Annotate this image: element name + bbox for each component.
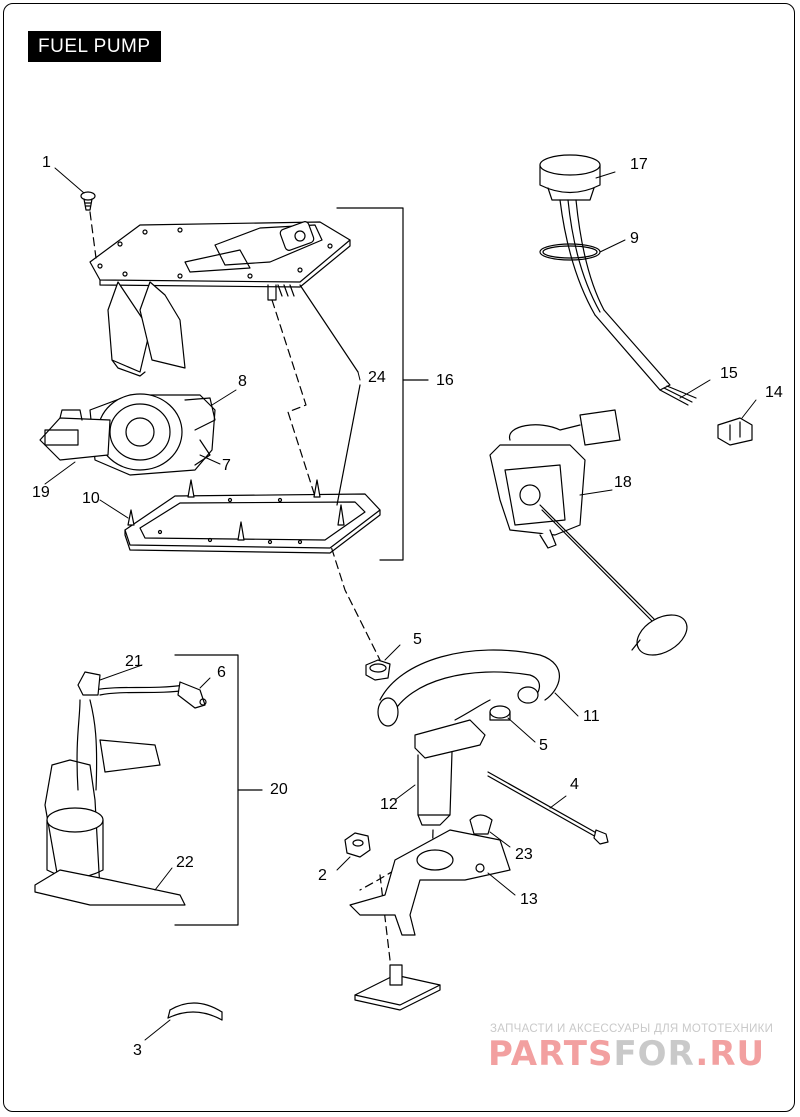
callout-4: 4 <box>570 776 579 793</box>
callout-1: 1 <box>42 154 51 171</box>
callout-19: 19 <box>32 484 50 501</box>
watermark-tagline: ЗАПЧАСТИ И АКСЕССУАРЫ ДЛЯ МОТОТЕХНИКИ <box>490 1023 774 1035</box>
callout-5-lower: 5 <box>539 737 548 754</box>
page-frame <box>3 3 795 1112</box>
pump-bracket-assembly <box>39 393 216 476</box>
callout-15: 15 <box>720 365 738 382</box>
clamp-part-5-upper <box>365 659 391 681</box>
callout-17: 17 <box>630 156 648 173</box>
connector-part-14 <box>717 417 753 446</box>
watermark-logo-mid: FOR <box>613 1034 696 1074</box>
callout-5-upper: 5 <box>413 631 422 648</box>
callout-3: 3 <box>133 1042 142 1059</box>
callout-21: 21 <box>125 653 143 670</box>
clamp-part-3 <box>167 1002 223 1021</box>
callout-24: 24 <box>368 369 386 386</box>
fuel-pump-top-plate <box>89 221 351 377</box>
filter-part-12 <box>414 719 486 826</box>
callout-2: 2 <box>318 867 327 884</box>
bracket-16-24 <box>299 207 429 561</box>
fuel-pump-module-part-20 <box>34 671 207 906</box>
gasket-part-10 <box>124 479 381 554</box>
callout-8: 8 <box>238 373 247 390</box>
watermark-logo-main: PARTS <box>488 1034 614 1074</box>
callout-12: 12 <box>380 796 398 813</box>
bracket-20 <box>174 654 263 926</box>
watermark-logo: PARTSFOR.RU <box>488 1034 765 1074</box>
callout-14: 14 <box>765 384 783 401</box>
callout-11: 11 <box>583 708 600 725</box>
callout-16: 16 <box>436 372 454 389</box>
watermark-logo-end: .RU <box>695 1034 766 1074</box>
harness-part-15 <box>559 199 697 406</box>
clamp-part-5-lower <box>489 705 511 721</box>
callout-9: 9 <box>630 230 639 247</box>
cap-part-17 <box>539 154 601 201</box>
hose-part-11 <box>377 649 560 727</box>
page-title: FUEL PUMP <box>28 31 161 62</box>
nut-part-2 <box>344 832 371 858</box>
callout-7: 7 <box>222 457 231 474</box>
callout-22: 22 <box>176 854 194 871</box>
callout-23: 23 <box>515 846 533 863</box>
callout-20: 20 <box>270 781 288 798</box>
callout-18: 18 <box>614 474 632 491</box>
tie-strap-part-4 <box>487 771 609 845</box>
callout-10: 10 <box>82 490 100 507</box>
grommet-part-23 <box>469 814 493 835</box>
fuel-level-sender-part-18 <box>489 409 688 656</box>
callout-13: 13 <box>520 891 538 908</box>
screw-part-1 <box>80 191 96 211</box>
bottom-plate <box>354 964 441 1011</box>
callout-6: 6 <box>217 664 226 681</box>
bracket-part-13 <box>349 829 511 936</box>
leader-lines <box>44 167 757 1041</box>
